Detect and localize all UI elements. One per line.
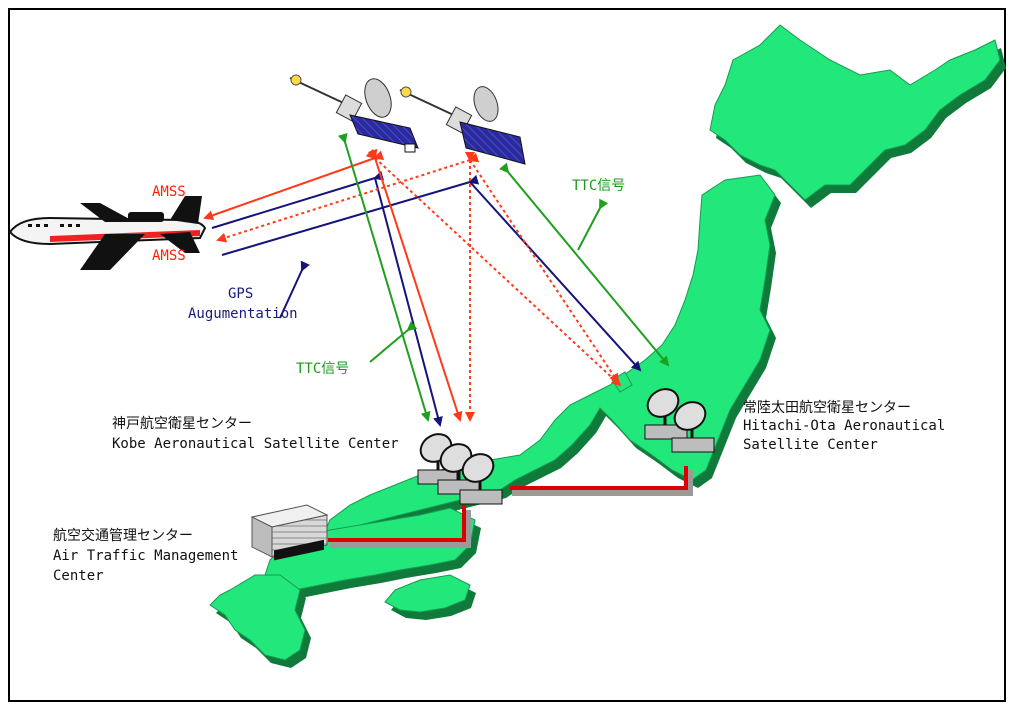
satellite-icon xyxy=(289,74,419,153)
japan-map xyxy=(209,24,1006,668)
gps-label-line1: GPS xyxy=(228,286,253,302)
airplane-icon xyxy=(8,196,207,270)
signal-paths xyxy=(203,132,670,425)
hitachi-label-jp: 常陸太田航空衛星センター xyxy=(743,400,911,416)
kobe-label-en: Kobe Aeronautical Satellite Center xyxy=(112,436,399,452)
atmc-label-en2: Center xyxy=(53,568,104,584)
atmc-label-jp: 航空交通管理センター xyxy=(53,527,193,544)
ground-network-links xyxy=(328,466,693,548)
ttc-label-upper: TTC信号 xyxy=(572,178,625,194)
satellite-icon xyxy=(399,86,526,165)
hitachi-label-en1: Hitachi-Ota Aeronautical xyxy=(743,418,945,434)
atmc-label-en1: Air Traffic Management xyxy=(53,548,238,564)
building-icon xyxy=(250,504,329,561)
hitachi-label-en2: Satellite Center xyxy=(743,437,878,453)
ttc-label-lower: TTC信号 xyxy=(296,361,349,377)
hitachi-antenna-group xyxy=(644,388,715,453)
kobe-antenna-group xyxy=(417,433,503,505)
kobe-label-jp: 神戸航空衛星センター xyxy=(112,416,252,432)
gps-label-line2: Augumentation xyxy=(188,306,298,322)
amss-label-top: AMSS xyxy=(152,184,186,200)
antenna-dish-icon xyxy=(459,453,503,505)
diagram-frame xyxy=(8,8,1006,702)
antenna-dish-icon xyxy=(644,388,688,440)
antenna-dish-icon xyxy=(671,401,715,453)
amss-label-bottom: AMSS xyxy=(152,248,186,264)
